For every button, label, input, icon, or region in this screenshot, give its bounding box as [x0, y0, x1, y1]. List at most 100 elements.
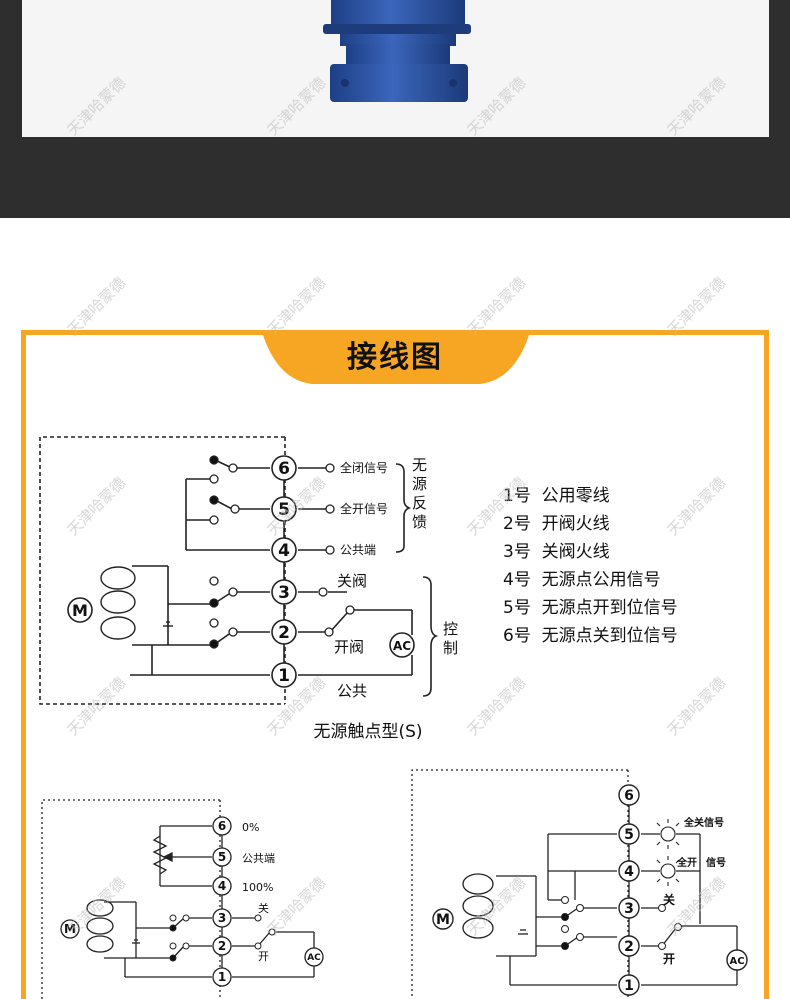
diagram-lamp-signal — [411, 769, 738, 999]
page-title: 接线图 — [347, 340, 443, 375]
wiring-frame — [21, 330, 769, 999]
motor-symbol: M — [67, 597, 93, 623]
svg-text:3: 3 — [278, 583, 290, 603]
d2-label-common: 公共端 — [242, 852, 275, 865]
svg-text:5: 5 — [278, 500, 290, 520]
watermark-text: 天津哈蒙德 — [464, 674, 530, 740]
d3-label-close: 关 — [663, 892, 675, 907]
watermark-text: 天津哈蒙德 — [64, 874, 130, 940]
diagram3-switch-dots — [561, 896, 682, 950]
motor-coil — [100, 566, 173, 640]
signal-lamps — [653, 819, 683, 886]
terminal-5: 5 — [271, 496, 297, 522]
watermark-text: 天津哈蒙德 — [664, 274, 730, 340]
svg-text:4: 4 — [278, 541, 290, 561]
d3-terminal-4: 4 — [618, 860, 640, 882]
diagram-passive-contact — [39, 436, 439, 705]
svg-text:无: 无 — [412, 456, 427, 474]
d3-terminal-2: 2 — [618, 935, 640, 957]
d2-label-0pct: 0% — [242, 821, 259, 834]
svg-text:6: 6 — [624, 788, 634, 804]
legend-item-1: 1号 公用零线 — [503, 486, 610, 506]
svg-text:5: 5 — [624, 827, 634, 843]
svg-text:M: M — [436, 912, 450, 928]
ac-symbol: AC — [389, 632, 415, 658]
label-passive-feedback: 无 源 反 馈 — [412, 456, 427, 531]
svg-text:AC: AC — [729, 956, 744, 967]
svg-text:4: 4 — [218, 879, 226, 893]
svg-text:M: M — [64, 922, 76, 936]
d2-label-open: 开 — [258, 950, 269, 963]
label-control: 控 制 — [443, 620, 458, 657]
d3-ac-symbol: AC — [726, 949, 748, 971]
d2-terminal-4: 4 — [212, 876, 232, 896]
label-common-end: 公共端 — [340, 543, 376, 557]
d2-terminal-3: 3 — [212, 908, 232, 928]
svg-text:M: M — [72, 601, 88, 620]
d2-motor-symbol: M — [60, 919, 80, 939]
svg-text:5: 5 — [218, 850, 226, 864]
svg-text:6: 6 — [218, 819, 226, 833]
watermark-text: 天津哈蒙德 — [264, 274, 330, 340]
svg-text:1: 1 — [218, 970, 226, 984]
d2-label-close: 关 — [258, 901, 269, 915]
svg-text:AC: AC — [393, 639, 411, 653]
watermark-text: 天津哈蒙德 — [64, 674, 130, 740]
d3-motor-symbol: M — [432, 908, 454, 930]
title-tab — [262, 332, 530, 384]
svg-text:2: 2 — [624, 939, 634, 955]
svg-text:3: 3 — [218, 911, 226, 925]
watermark-text: 天津哈蒙德 — [464, 874, 530, 940]
terminal-2: 2 — [271, 619, 297, 645]
watermark-text: 天津哈蒙德 — [664, 474, 730, 540]
svg-text:1: 1 — [278, 666, 290, 686]
d3-label-full-close: 全关信号 — [683, 816, 724, 829]
d3-terminal-5: 5 — [618, 823, 640, 845]
terminal-6: 6 — [271, 455, 297, 481]
svg-text:馈: 馈 — [412, 513, 427, 531]
svg-text:AC: AC — [307, 953, 321, 963]
d2-terminal-5: 5 — [212, 847, 232, 867]
label-full-close: 全闭信号 — [340, 460, 388, 475]
d3-terminal-6: 6 — [618, 784, 640, 806]
svg-text:反: 反 — [412, 494, 427, 512]
legend-item-6: 6号 无源点关到位信号 — [503, 626, 678, 646]
d3-terminal-1: 1 — [618, 974, 640, 996]
valve-image — [323, 0, 471, 102]
d2-terminal-2: 2 — [212, 936, 232, 956]
legend-item-4: 4号 无源点公用信号 — [503, 570, 661, 590]
label-full-open: 全开信号 — [340, 501, 388, 516]
diagram-potentiometer — [41, 799, 315, 999]
label-open-valve: 开阀 — [334, 638, 364, 656]
d2-terminal-1: 1 — [212, 967, 232, 987]
svg-text:源: 源 — [412, 475, 427, 493]
d3-label-open: 开 — [663, 952, 675, 966]
terminal-legend: 1号 公用零线 2号 开阀火线 3号 关阀火线 4号 无源点公用信号 5号 无源… — [503, 486, 678, 646]
svg-text:2: 2 — [278, 623, 290, 643]
svg-text:4: 4 — [624, 864, 634, 880]
d2-label-100pct: 100% — [242, 881, 273, 894]
legend-item-5: 5号 无源点开到位信号 — [503, 598, 678, 618]
d2-terminal-6: 6 — [212, 816, 232, 836]
watermark-text: 天津哈蒙德 — [464, 274, 530, 340]
legend-item-3: 3号 关阀火线 — [503, 542, 610, 562]
svg-text:制: 制 — [443, 639, 458, 657]
svg-text:控: 控 — [443, 620, 458, 638]
diagram-caption: 无源触点型(S) — [313, 722, 422, 742]
label-common: 公共 — [337, 682, 367, 700]
legend-item-2: 2号 开阀火线 — [503, 514, 610, 534]
label-close-valve: 关阀 — [337, 572, 367, 590]
terminal-4: 4 — [271, 537, 297, 563]
d2-ac-symbol: AC — [304, 947, 324, 967]
switch-dots — [209, 455, 355, 649]
diagram2-switch-dots — [169, 914, 276, 962]
watermark-text: 天津哈蒙德 — [64, 274, 130, 340]
svg-text:2: 2 — [218, 939, 226, 953]
watermark-text: 天津哈蒙德 — [664, 674, 730, 740]
svg-text:3: 3 — [624, 901, 634, 917]
d3-label-full-open: 全开 — [676, 856, 697, 869]
watermark-text: 天津哈蒙德 — [64, 474, 130, 540]
terminal-1: 1 — [271, 662, 297, 688]
terminal-3: 3 — [271, 579, 297, 605]
